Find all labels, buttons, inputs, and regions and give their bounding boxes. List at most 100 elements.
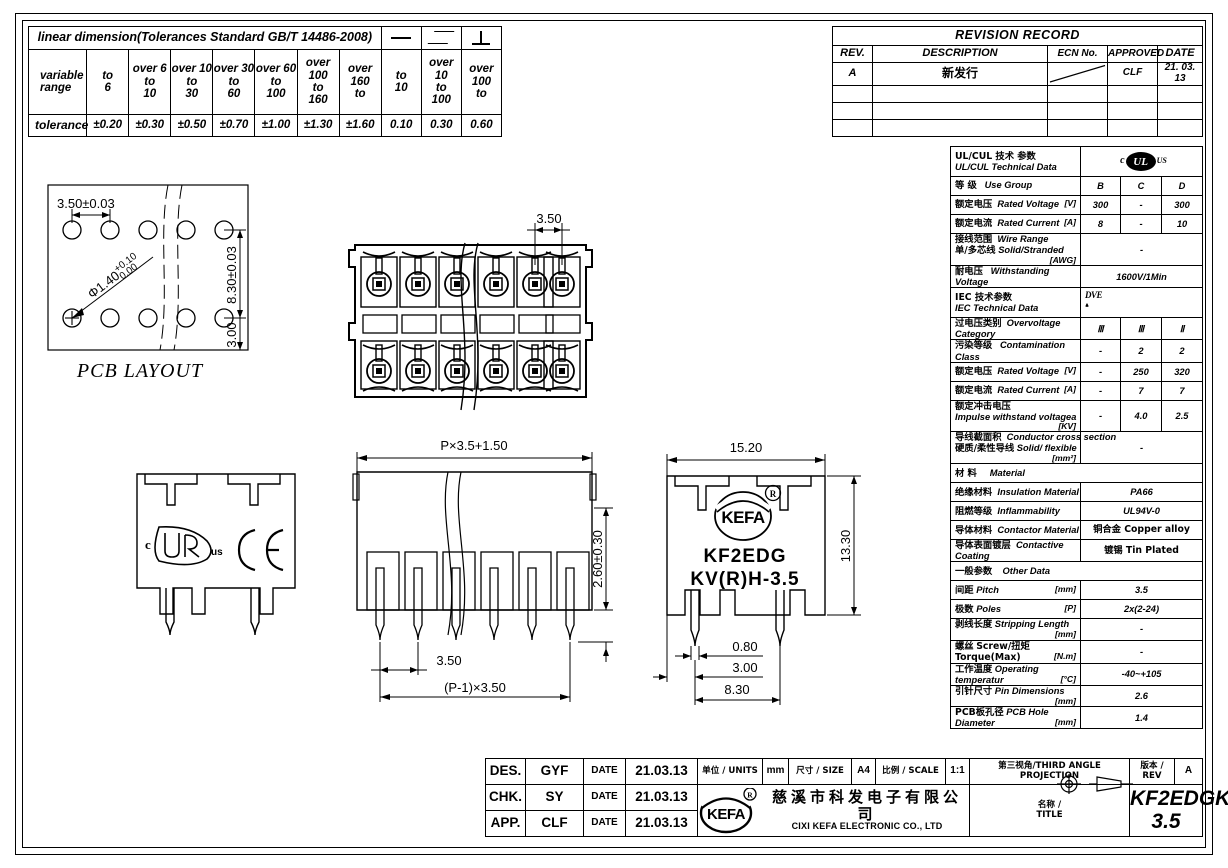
date-label-app: DATE	[583, 810, 626, 837]
overvoltage-a: Ⅲ	[1080, 317, 1121, 341]
revision-col-ecn: ECN No.	[1047, 45, 1108, 63]
spec-row-contactive-coating: 导体表面镀层 Contactive Coating	[950, 539, 1081, 563]
spec-row-contamination-class: 污染等级 Contamination Class	[950, 339, 1081, 363]
operating-temperature-value: -40~+105	[1079, 662, 1204, 686]
use-group-c: C	[1120, 176, 1162, 196]
date-value-chk: 21.03.13	[625, 784, 698, 811]
use-group-b: B	[1080, 176, 1121, 196]
range-cell-7: to 10	[380, 49, 422, 115]
sheet-inner-border	[22, 20, 1206, 848]
tolerance-value-0: ±0.20	[86, 114, 130, 137]
revision-row	[832, 101, 1204, 120]
pitch-value: 3.5	[1079, 580, 1204, 601]
top-view-drawing: P×3.5+1.50 2.60±0.30 3.50	[335, 430, 635, 715]
ul-rated-voltage-c: -	[1120, 195, 1162, 215]
front-view-pitch-dim: 3.50	[536, 211, 561, 226]
spec-row-contactor-material: 导体材料 Contactor Material	[950, 520, 1081, 541]
tolerance-table: linear dimension(Tolerances Standard GB/…	[27, 26, 503, 137]
parallelism-symbol	[420, 26, 462, 50]
part-number: KF2EDGKVH-3.5	[1129, 784, 1228, 837]
specification-table: UL/CUL 技术 参数 UL/CUL Technical Data c UL …	[949, 146, 1204, 730]
revision-col-date: DATE	[1156, 45, 1204, 63]
revision-date-3	[1156, 118, 1204, 137]
contactor-material-value: 铜合金 Copper alloy	[1079, 520, 1204, 541]
date-value-app: 21.03.13	[625, 810, 698, 837]
sheet-outer-border	[15, 13, 1213, 855]
overvoltage-c: Ⅱ	[1160, 317, 1204, 341]
tolerance-row-label: tolerance	[27, 114, 88, 137]
third-angle-projection-symbol	[1045, 773, 1155, 795]
top-view-height-dim: 2.60±0.30	[590, 530, 605, 588]
spec-row-pin-dimensions: 引针尺寸 Pin Dimensions[mm]	[950, 684, 1081, 708]
range-cell-6: over 160 to	[338, 49, 382, 115]
spec-row-insulation-material: 绝缘材料 Insulation Material	[950, 482, 1081, 503]
marking-line-2: KV(R)H-3.5	[690, 569, 799, 590]
perpendicularity-symbol	[460, 26, 503, 50]
rev-label: 版本 /REV	[1129, 758, 1175, 785]
pcb-row-spacing-dim: 8.30±0.03	[224, 246, 239, 304]
spec-row-stripping-length: 剥线长度 Stripping Length[mm]	[950, 618, 1081, 641]
side-view-right-drawing: KEFA R KF2EDG KV(R)H-3.5 15.20 13.30	[645, 430, 935, 720]
ul-cul-certification-mark: c UL US	[1079, 146, 1204, 177]
revision-col-description: DESCRIPTION	[872, 45, 1048, 63]
range-cell-3: over 30 to 60	[212, 49, 256, 115]
revision-date-2	[1156, 101, 1204, 120]
tolerance-value-3: ±0.70	[212, 114, 256, 137]
conductor-value: -	[1079, 430, 1204, 465]
revision-record-table: REVISION RECORD REV. DESCRIPTION ECN No.…	[831, 26, 1204, 137]
range-cell-9: over 100 to	[460, 49, 503, 115]
date-label-chk: DATE	[583, 784, 626, 811]
material-section-header: 材 料 Material	[949, 463, 1204, 484]
scale-value: 1:1	[945, 758, 970, 785]
revision-approved-2	[1107, 101, 1158, 120]
spec-row-poles: 极数 Poles[P]	[950, 599, 1081, 620]
revision-row	[832, 84, 1204, 103]
stripping-length-value: -	[1079, 618, 1204, 641]
ul-rated-current-b: 8	[1080, 214, 1121, 234]
iec-technical-data-header: IEC 技术参数 IEC Technical Data	[950, 287, 1081, 319]
spec-row-impulse-voltage: 额定冲击电压 Impulse withstand voltagea[KV]	[950, 399, 1081, 432]
tolerance-table-header: linear dimension(Tolerances Standard GB/…	[28, 26, 382, 50]
impulse-b: 4.0	[1120, 399, 1162, 432]
straightness-line-symbol	[380, 26, 422, 50]
side-view-pin-span-dim: 8.30	[724, 682, 749, 697]
spec-row-withstanding-voltage: 耐电压 Withstanding Voltage	[950, 265, 1081, 289]
company-name-cn: 慈溪市科发电子有限公司	[771, 788, 962, 823]
side-view-pin-width-dim: 0.80	[732, 639, 757, 654]
projection-label: 第三视角/THIRD ANGLE PROJECTION	[969, 758, 1130, 785]
use-group-d: D	[1160, 176, 1204, 196]
iec-rated-voltage-b: 250	[1120, 361, 1162, 382]
contactive-coating-value: 镀锡 Tin Plated	[1079, 539, 1204, 563]
pin-dimensions-value: 2.6	[1079, 684, 1204, 708]
spec-row-conductor-cross-section: 导线截面积 Conductor cross section 硬质/柔性导线 So…	[950, 430, 1116, 465]
date-value-des: 21.03.13	[625, 758, 698, 785]
units-value: mm	[762, 758, 789, 785]
iec-rated-voltage-c: 320	[1160, 361, 1204, 382]
revision-description-3	[872, 118, 1048, 137]
svg-text:KEFA: KEFA	[707, 806, 746, 823]
pcb-edge-dim: 3.00	[224, 322, 239, 347]
tolerance-value-5: ±1.30	[296, 114, 340, 137]
overvoltage-b: Ⅲ	[1120, 317, 1162, 341]
kefa-logo-icon: KEFA R	[698, 786, 758, 834]
revision-ecn-0	[1047, 62, 1108, 86]
vde-certification-mark: DVE	[1079, 287, 1204, 319]
spec-row-pcb-hole-diameter: PCB板孔径 PCB Hole Diameter[mm]	[950, 706, 1081, 730]
iec-rated-current-b: 7	[1120, 380, 1162, 401]
revision-col-rev: REV.	[832, 45, 873, 63]
spec-row-pitch: 间距 Pitch[mm]	[950, 580, 1081, 601]
pcb-pitch-dim: 3.50±0.03	[57, 196, 115, 211]
svg-text:c: c	[145, 537, 151, 552]
size-label: 尺寸 / SIZE	[788, 758, 852, 785]
revision-row: A 新发行 CLF 21. 03. 13	[832, 62, 1204, 86]
contamination-c: 2	[1160, 339, 1204, 363]
screw-torque-value: -	[1079, 639, 1204, 664]
front-view-drawing: 3.50	[345, 205, 620, 420]
revision-approved-1	[1107, 84, 1158, 103]
title-block: DES. GYF DATE 21.03.13 单位 / UNITS mm 尺寸 …	[485, 758, 1228, 837]
revision-ecn-1	[1047, 84, 1108, 103]
revision-record-title: REVISION RECORD	[831, 26, 1204, 46]
ul-rated-current-c: -	[1120, 214, 1162, 234]
svg-text:R: R	[770, 489, 777, 499]
revision-rev-2	[832, 101, 873, 120]
